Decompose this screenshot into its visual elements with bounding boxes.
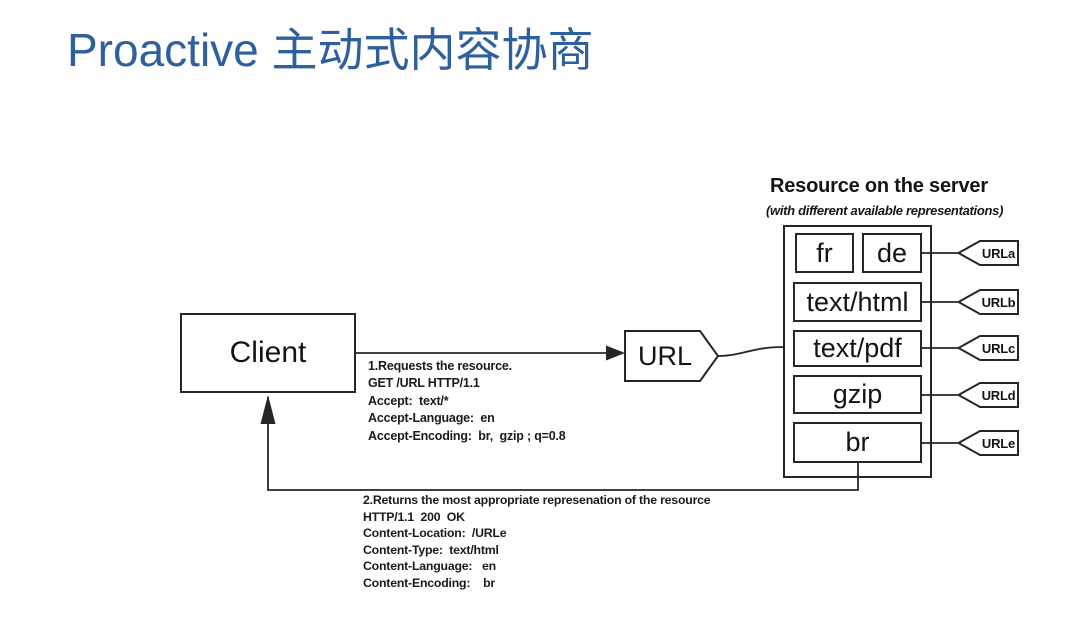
url-tag-label: URLc (981, 340, 1016, 356)
url-tag-shape (957, 289, 1019, 315)
client-label: Client (229, 336, 307, 369)
url-node-label: URL (637, 340, 692, 371)
url-tag-label: URLa (981, 245, 1016, 261)
server-panel-heading: Resource on the server (770, 175, 988, 197)
url-tag-urlc: URLc (957, 334, 1020, 362)
response-line: Content-Location: /URLe (363, 526, 507, 541)
request-arrowhead-icon (606, 345, 625, 361)
url-tag-urld: URLd (957, 381, 1020, 409)
rep-box-text-html: text/html (793, 282, 922, 322)
rep-label: gzip (832, 379, 883, 409)
url-pentagon-shape (624, 330, 720, 382)
url-tag-label: URLd (981, 387, 1016, 403)
rep-box-gzip: gzip (793, 375, 922, 414)
response-line: HTTP/1.1 200 OK (363, 509, 465, 524)
url-tag-shape (957, 335, 1019, 361)
rep-label: text/pdf (813, 333, 902, 363)
return-arrowhead-icon (260, 395, 276, 424)
response-line: Content-Language: en (363, 559, 496, 574)
request-line: 1.Requests the resource. (368, 359, 512, 373)
url-tag-label: URLb (981, 294, 1016, 310)
rep-box-br: br (793, 422, 922, 463)
url-to-server-connector (717, 346, 784, 357)
url-tag-shape (957, 382, 1019, 408)
response-line: Content-Encoding: br (363, 575, 496, 590)
request-line: Accept-Encoding: br, gzip ; q=0.8 (368, 428, 566, 443)
url-tag-urlb: URLb (957, 288, 1020, 316)
url-tag-shape (957, 240, 1019, 266)
rep-label: de (876, 237, 908, 268)
server-outer-box (783, 225, 932, 478)
url-tag-urla: URLa (957, 239, 1020, 267)
slide-title: Proactive 主动式内容协商 (67, 24, 594, 76)
request-line: GET /URL HTTP/1.1 (368, 376, 480, 391)
rep-box-de: de (862, 233, 922, 273)
rep-box-text-pdf: text/pdf (793, 330, 922, 367)
request-line: Accept: text/* (368, 393, 449, 408)
url-tag-urle: URLe (957, 429, 1020, 457)
rep-label: fr (816, 237, 833, 268)
rep-label: br (845, 427, 870, 457)
rep-box-fr: fr (795, 233, 854, 273)
request-line: Accept-Language: en (368, 411, 495, 426)
url-tag-shape (957, 430, 1019, 456)
response-line: Content-Type: text/html (363, 542, 499, 557)
response-annotation: 2.Returns the most appropriate represena… (363, 492, 711, 592)
rep-label: text/html (806, 286, 909, 317)
server-panel-subheading: (with different available representation… (766, 203, 1004, 218)
client-box: Client (180, 313, 356, 393)
response-line: 2.Returns the most appropriate represena… (363, 493, 711, 507)
url-tag-label: URLe (981, 435, 1016, 451)
request-annotation: 1.Requests the resource. GET /URL HTTP/1… (368, 358, 566, 445)
